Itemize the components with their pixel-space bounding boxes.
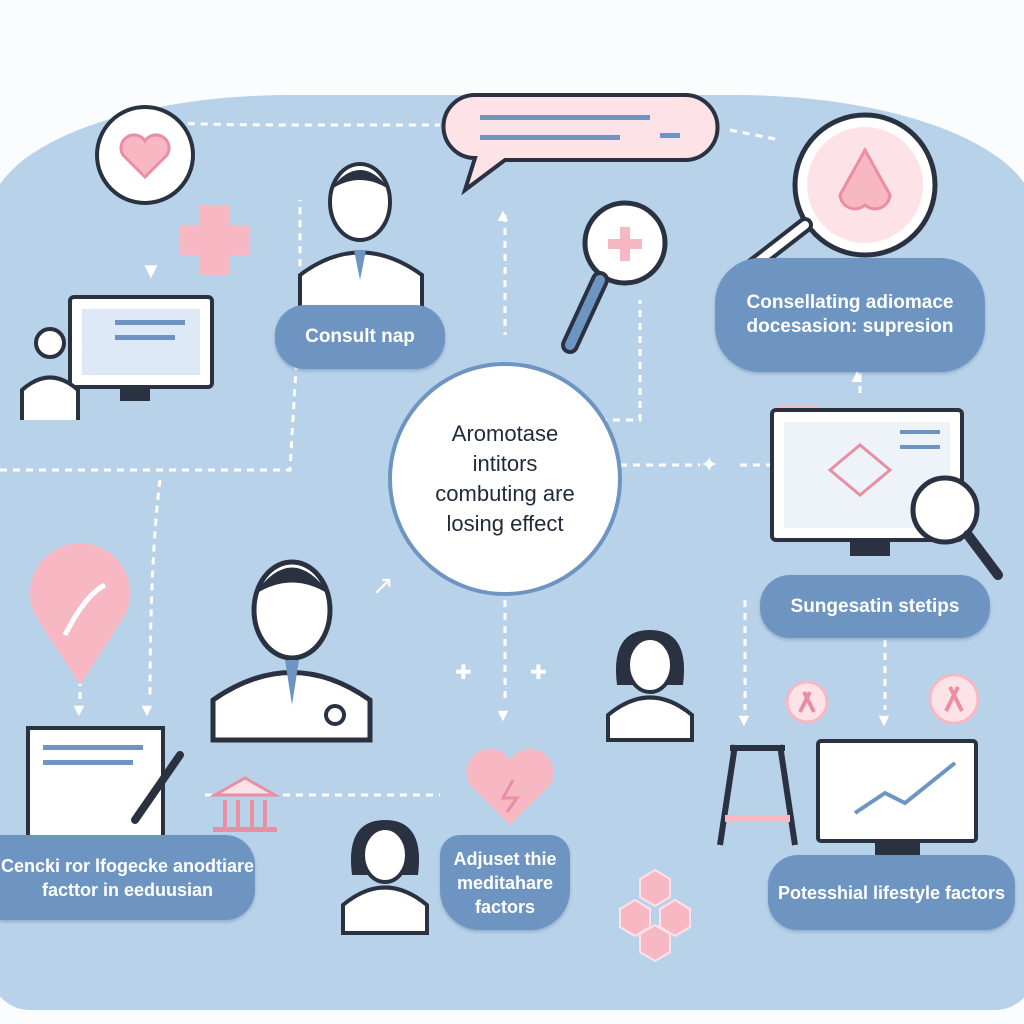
heart-icon (466, 748, 554, 825)
building-icon (209, 776, 281, 832)
arrow-down-icon: ▼ (875, 710, 893, 730)
arrow-down-icon: ▼ (70, 700, 88, 720)
heart-circle-icon (95, 105, 195, 205)
label-sungesatin: Sungesatin stetips (760, 575, 990, 638)
heart-balloon-icon (29, 543, 130, 685)
arrow-down-icon: ▼ (140, 258, 162, 283)
arrow-down-icon: ▼ (494, 705, 512, 725)
label-cencki: Cencki ror lfogecke anodtiare facttor in… (0, 835, 255, 920)
doctor-icon (210, 559, 373, 743)
label-potesshial: Potesshial lifestyle factors (768, 855, 1015, 930)
growth-chart-monitor-icon (816, 739, 978, 855)
document-pen-icon (26, 726, 184, 840)
arrow-down-icon: ▼ (138, 700, 156, 720)
woman-icon (341, 820, 429, 935)
magnifier-cross-icon (561, 200, 668, 354)
plus-icon: ✚ (530, 662, 547, 684)
central-concept-text: Aromotase intitors combuting are losing … (435, 421, 575, 536)
woman-icon (606, 630, 694, 742)
ribbon-cross-icon (180, 205, 250, 275)
arrow-right-icon: ✦ (700, 452, 719, 477)
arrow-up-icon: ▲ (848, 366, 866, 386)
ribbon-badge-icon (928, 673, 980, 725)
doctor-icon (298, 162, 424, 310)
ribbon-badge-icon (785, 680, 829, 724)
speech-bubble-icon (441, 93, 720, 196)
presenter-monitor-icon (20, 295, 214, 420)
plus-icon: ✚ (455, 662, 472, 684)
ladder-icon (717, 744, 798, 846)
label-consult-nap: Consult nap (275, 305, 445, 369)
arrow-down-icon: ▼ (735, 710, 753, 730)
label-adjuset: Adjuset thie meditahare factors (440, 835, 570, 930)
hexagon-molecule-icon (619, 868, 691, 963)
label-consellating: Consellating adiomace docesasion: supres… (715, 258, 985, 372)
central-concept-circle: Aromotase intitors combuting are losing … (388, 362, 622, 596)
monitor-diagram-icon (770, 405, 1003, 580)
magnifier-drop-icon (739, 112, 938, 278)
arrow-diagonal-icon: ↗ (372, 570, 394, 600)
arrow-up-icon: ▲ (494, 205, 512, 225)
